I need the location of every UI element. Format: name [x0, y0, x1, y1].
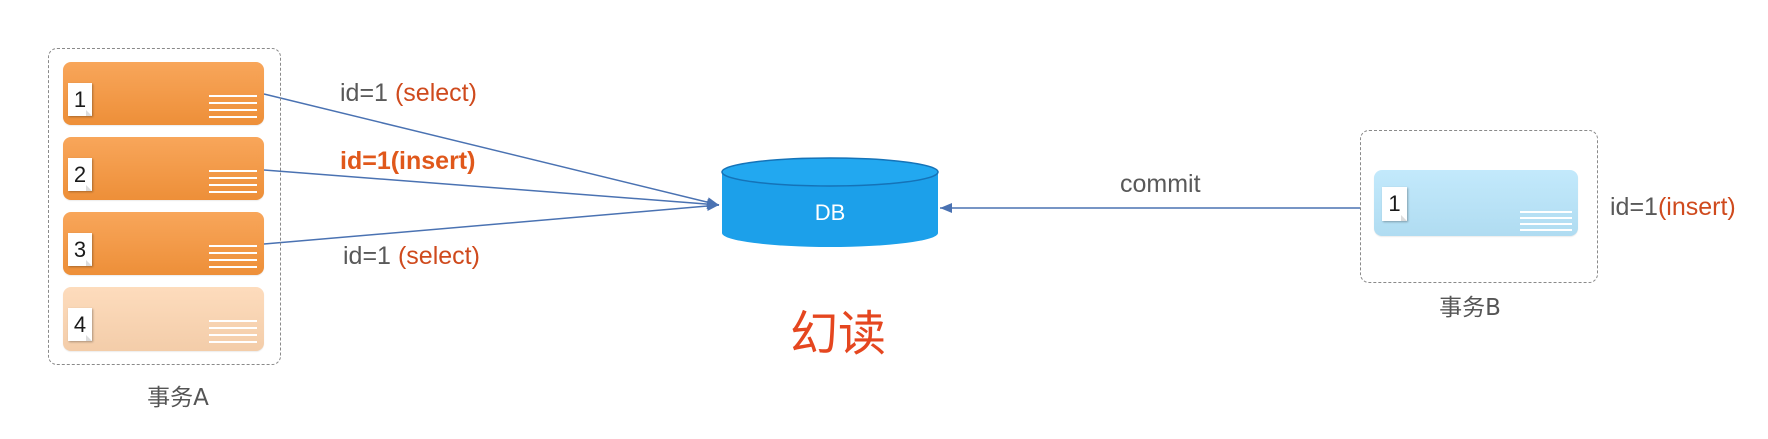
card-number: 1: [73, 86, 87, 112]
database-top: [721, 157, 939, 187]
note-icon: 3: [68, 233, 92, 266]
database-body: [722, 172, 938, 247]
note-icon: 2: [68, 158, 92, 191]
card-number: 4: [73, 311, 87, 337]
transaction-a-card-1: 1: [63, 62, 264, 125]
text-lines-icon: [209, 95, 257, 123]
note-icon: 1: [68, 83, 92, 116]
card-number: 1: [1388, 191, 1401, 216]
operation-id: id=1: [340, 79, 388, 107]
text-lines-icon: [1520, 211, 1572, 235]
operation-type: (select): [394, 79, 477, 107]
transaction-a-group: [48, 48, 281, 365]
arrow-select-2-to-db: [263, 201, 720, 245]
operation-label-select-2: id=1(select): [343, 242, 480, 270]
database-cylinder: DB: [721, 157, 939, 247]
transaction-b-card-1: 1: [1374, 170, 1578, 236]
card-number: 2: [73, 161, 87, 187]
operation-label-select-1: id=1(select): [340, 79, 477, 107]
note-icon: 1: [1382, 187, 1407, 221]
text-lines-icon: [209, 320, 257, 348]
operation-type: (insert): [1657, 193, 1736, 221]
diagram-caption: 幻读: [790, 306, 887, 362]
transaction-b-label: 事务B: [1439, 295, 1501, 321]
card-number: 3: [73, 236, 87, 262]
arrow-insert-to-db: [263, 169, 720, 210]
operation-type: (select): [397, 242, 480, 270]
operation-id: id=1: [1610, 193, 1658, 221]
commit-label: commit: [1120, 170, 1201, 198]
text-lines-icon: [209, 245, 257, 273]
transaction-a-card-3: 3: [63, 212, 264, 275]
transaction-a-card-4: 4: [63, 287, 264, 351]
operation-label-insert: id=1(insert): [340, 147, 476, 175]
transaction-b-group: [1360, 130, 1598, 283]
note-icon: 4: [68, 308, 92, 341]
operation-id: id=1: [343, 242, 391, 270]
database-label: DB: [815, 200, 846, 225]
transaction-a-label: 事务A: [147, 385, 209, 411]
operation-label-insert-b: id=1(insert): [1610, 193, 1736, 221]
transaction-a-card-2: 2: [63, 137, 264, 200]
arrow-select-1-to-db: [263, 93, 720, 208]
text-lines-icon: [209, 170, 257, 198]
